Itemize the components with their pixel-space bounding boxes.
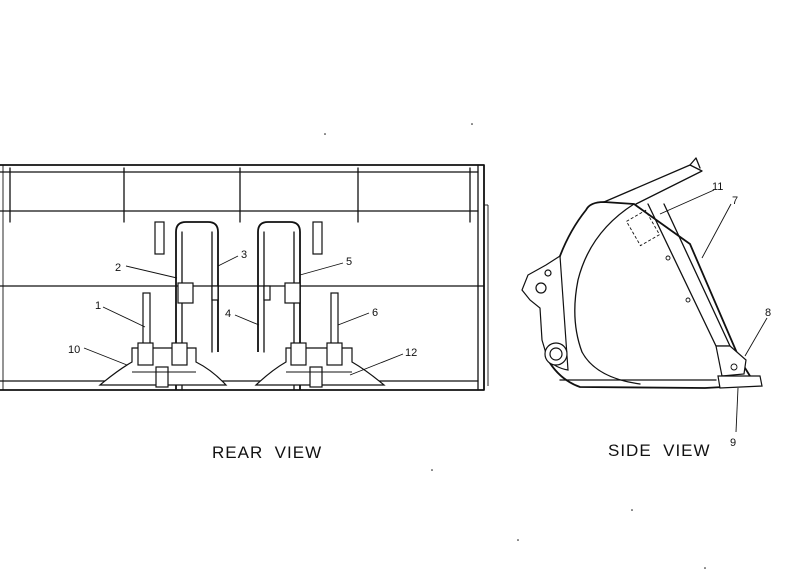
scan-specks — [324, 123, 706, 569]
callout-10: 10 — [68, 344, 80, 356]
right-base-adapter — [254, 342, 386, 388]
top-plate-tip — [689, 157, 701, 169]
callout-11: 11 — [712, 181, 723, 193]
callout-8: 8 — [765, 307, 771, 319]
right-loop-bar — [257, 221, 301, 391]
guard-blocks — [154, 221, 323, 255]
end-bit — [715, 345, 747, 377]
hidden-wear-plate — [625, 209, 661, 247]
side-view-caption: SIDE VIEW — [608, 441, 711, 460]
left-loop-bar — [175, 221, 219, 391]
callout-5: 5 — [346, 256, 352, 268]
left-base-adapter — [98, 342, 228, 388]
bucket-rear-frame — [0, 164, 489, 391]
callout-labels: 1 2 3 4 5 6 7 8 9 10 11 12 — [68, 181, 771, 449]
rear-view-drawing — [0, 164, 489, 391]
pin-hole-small — [544, 269, 552, 277]
callout-3: 3 — [241, 249, 247, 261]
pivot-boss-inner — [549, 347, 563, 361]
callout-2: 2 — [115, 262, 121, 274]
top-rib-stiffeners — [9, 167, 471, 223]
callout-7: 7 — [732, 195, 738, 207]
rear-leader-lines — [83, 255, 404, 376]
callout-6: 6 — [372, 307, 378, 319]
callout-4: 4 — [225, 308, 231, 320]
bucket-side-body — [544, 201, 761, 389]
pin-hole-upper — [535, 282, 547, 294]
side-view-drawing — [521, 157, 768, 433]
top-plate — [603, 164, 703, 205]
side-cutter-bar — [647, 203, 731, 347]
callout-12: 12 — [405, 347, 417, 359]
callout-1: 1 — [95, 300, 101, 312]
bucket-inner-curve — [574, 203, 641, 385]
callout-9: 9 — [730, 437, 736, 449]
cutting-edge — [717, 375, 763, 389]
side-leader-lines — [659, 189, 768, 433]
rear-view-caption: REAR VIEW — [212, 443, 322, 462]
